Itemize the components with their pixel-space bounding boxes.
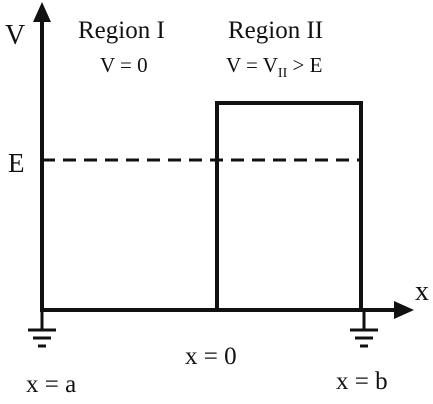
- region-i-potential: V = 0: [100, 53, 148, 77]
- label-x-equals-a: x = a: [26, 371, 76, 398]
- region-ii-potential-suffix: > E: [287, 53, 322, 77]
- region-ii-potential-subscript: II: [278, 66, 288, 81]
- label-x-equals-0: x = 0: [185, 343, 237, 370]
- region-i-title: Region I: [78, 17, 165, 44]
- region-ii-potential: V = VII > E: [226, 53, 322, 81]
- v-axis-label: V: [5, 20, 25, 51]
- left-ground-symbol: [28, 310, 56, 348]
- region-ii-title: Region II: [228, 17, 323, 44]
- right-ground-symbol: [350, 310, 378, 348]
- potential-barrier: [215, 101, 363, 312]
- energy-label: E: [8, 148, 25, 178]
- x-axis-arrowhead: [394, 301, 414, 319]
- x-axis-label: x: [415, 276, 429, 307]
- v-axis-arrowhead: [33, 2, 51, 22]
- label-x-equals-b: x = b: [336, 368, 388, 395]
- region-ii-potential-prefix: V = V: [226, 53, 278, 77]
